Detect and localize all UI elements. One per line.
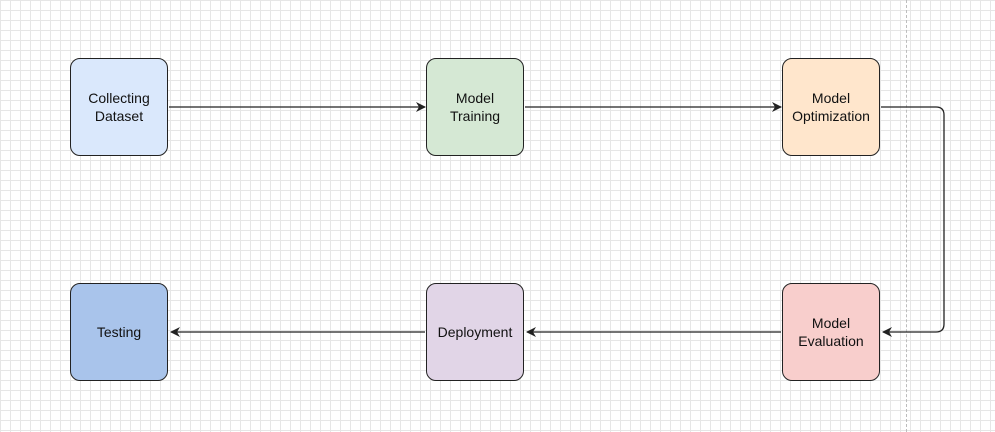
edge-optimization-to-evaluation xyxy=(881,106,945,337)
node-model-training[interactable]: Model Training xyxy=(426,58,524,156)
node-model-optimization[interactable]: Model Optimization xyxy=(782,58,880,156)
node-collecting-dataset[interactable]: Collecting Dataset xyxy=(70,58,168,156)
node-deployment[interactable]: Deployment xyxy=(426,283,524,381)
page-break-line xyxy=(906,0,907,432)
node-model-evaluation[interactable]: Model Evaluation xyxy=(782,283,880,381)
node-testing[interactable]: Testing xyxy=(70,283,168,381)
